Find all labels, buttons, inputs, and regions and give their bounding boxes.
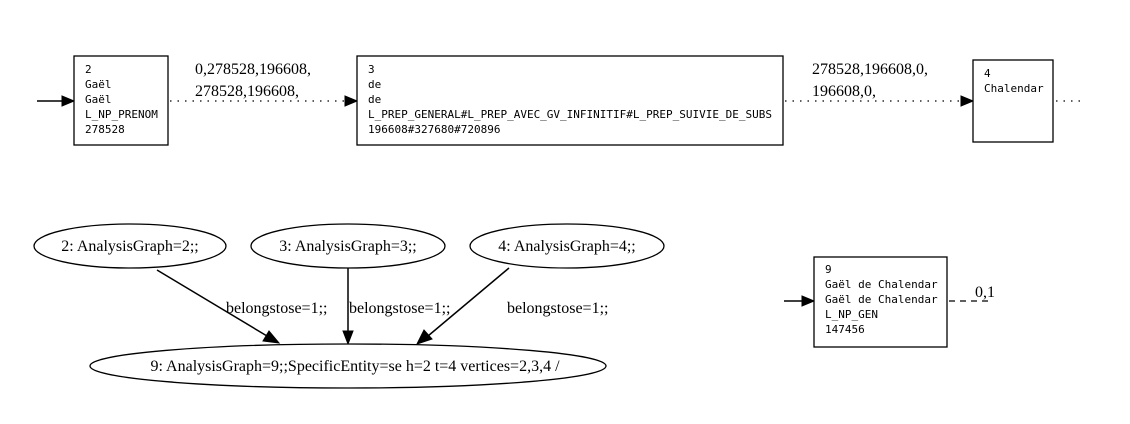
top-node-2-line-0: 2: [85, 63, 92, 76]
top-node-2-line-1: Gaël: [85, 78, 112, 91]
entity-node-9-line-1: Gaël de Chalendar: [825, 278, 938, 291]
analysis-edge-2-9-arrowhead: [262, 330, 281, 344]
top-node-4-line-0: 4: [984, 67, 991, 80]
analysis-node-9-label: 9: AnalysisGraph=9;;SpecificEntity=se h=…: [150, 358, 560, 375]
analysis-node-3-label: 3: AnalysisGraph=3;;: [279, 238, 416, 255]
top-node-2-box: [73, 55, 169, 146]
entity-node-9-line-2: Gaël de Chalendar: [825, 293, 938, 306]
entity-node-9[interactable]: 9 Gaël de Chalendar Gaël de Chalendar L_…: [813, 256, 948, 348]
analysis-node-9[interactable]: 9: AnalysisGraph=9;;SpecificEntity=se h=…: [89, 343, 607, 389]
top-node-3-line-1: de: [368, 78, 381, 91]
top-node-2-line-3: L_NP_PRENOM: [85, 108, 158, 121]
top-edge-2-3-label-1: 278528,196608,: [195, 83, 299, 100]
entity-entry-arrowhead: [801, 295, 816, 307]
top-node-2[interactable]: 2 Gaël Gaël L_NP_PRENOM 278528: [73, 55, 169, 146]
top-node-4-box: [972, 59, 1054, 143]
top-edge-2-3: 0,278528,196608, 278528,196608,: [170, 61, 359, 107]
top-node-4[interactable]: 4 Chalendar: [972, 59, 1054, 143]
top-edge-3-4-arrowhead: [960, 95, 975, 107]
entry-arrowhead-top: [61, 95, 76, 107]
top-node-3-line-0: 3: [368, 63, 375, 76]
entity-node-9-line-0: 9: [825, 263, 832, 276]
analysis-node-4-ellipse: [469, 223, 665, 269]
top-node-3-line-3: L_PREP_GENERAL#L_PREP_AVEC_GV_INFINITIF#…: [368, 108, 772, 121]
top-graph: 2 Gaël Gaël L_NP_PRENOM 278528 0,278528,…: [37, 55, 1082, 146]
top-node-2-line-4: 278528: [85, 123, 125, 136]
analysis-node-2-label: 2: AnalysisGraph=2;;: [61, 238, 198, 255]
entity-node-9-line-4: 147456: [825, 323, 865, 336]
analysis-node-2[interactable]: 2: AnalysisGraph=2;;: [33, 223, 227, 269]
entity-node-9-line-3: L_NP_GEN: [825, 308, 878, 321]
top-edge-2-3-label-0: 0,278528,196608,: [195, 61, 311, 78]
top-node-3-box: [356, 55, 784, 146]
analysis-edge-4-9-arrowhead: [416, 329, 433, 345]
top-node-3[interactable]: 3 de de L_PREP_GENERAL#L_PREP_AVEC_GV_IN…: [356, 55, 784, 146]
analysis-graph: belongstose=1;; belongstose=1;; belongst…: [33, 223, 665, 389]
analysis-node-3-ellipse: [250, 223, 446, 269]
entity-edge-out-label: 0,1: [975, 284, 995, 301]
top-edge-3-4-label-0: 278528,196608,0,: [812, 61, 928, 78]
analysis-node-9-ellipse: [89, 343, 607, 389]
analysis-edge-2-9-line: [156, 269, 268, 337]
top-node-4-line-1: Chalendar: [984, 82, 1044, 95]
analysis-edge-2-9-label: belongstose=1;;: [226, 300, 327, 317]
top-edge-3-4-label-1: 196608,0,: [812, 83, 876, 100]
entity-node-9-box: [813, 256, 948, 348]
analysis-node-4-label: 4: AnalysisGraph=4;;: [498, 238, 635, 255]
top-node-2-line-2: Gaël: [85, 93, 112, 106]
analysis-edge-3-9-label: belongstose=1;;: [349, 300, 450, 317]
entity-graph: 9 Gaël de Chalendar Gaël de Chalendar L_…: [784, 256, 995, 348]
analysis-edge-3-9-arrowhead: [342, 330, 354, 346]
analysis-node-2-ellipse: [33, 223, 227, 269]
top-node-3-line-4: 196608#327680#720896: [368, 123, 500, 136]
analysis-node-3[interactable]: 3: AnalysisGraph=3;;: [250, 223, 446, 269]
analysis-edge-4-9-line: [427, 267, 510, 337]
top-edge-3-4: 278528,196608,0, 196608,0,: [785, 61, 975, 107]
analysis-node-4[interactable]: 4: AnalysisGraph=4;;: [469, 223, 665, 269]
top-edge-2-3-arrowhead: [344, 95, 359, 107]
analysis-edge-4-9-label: belongstose=1;;: [507, 300, 608, 317]
top-node-3-line-2: de: [368, 93, 381, 106]
